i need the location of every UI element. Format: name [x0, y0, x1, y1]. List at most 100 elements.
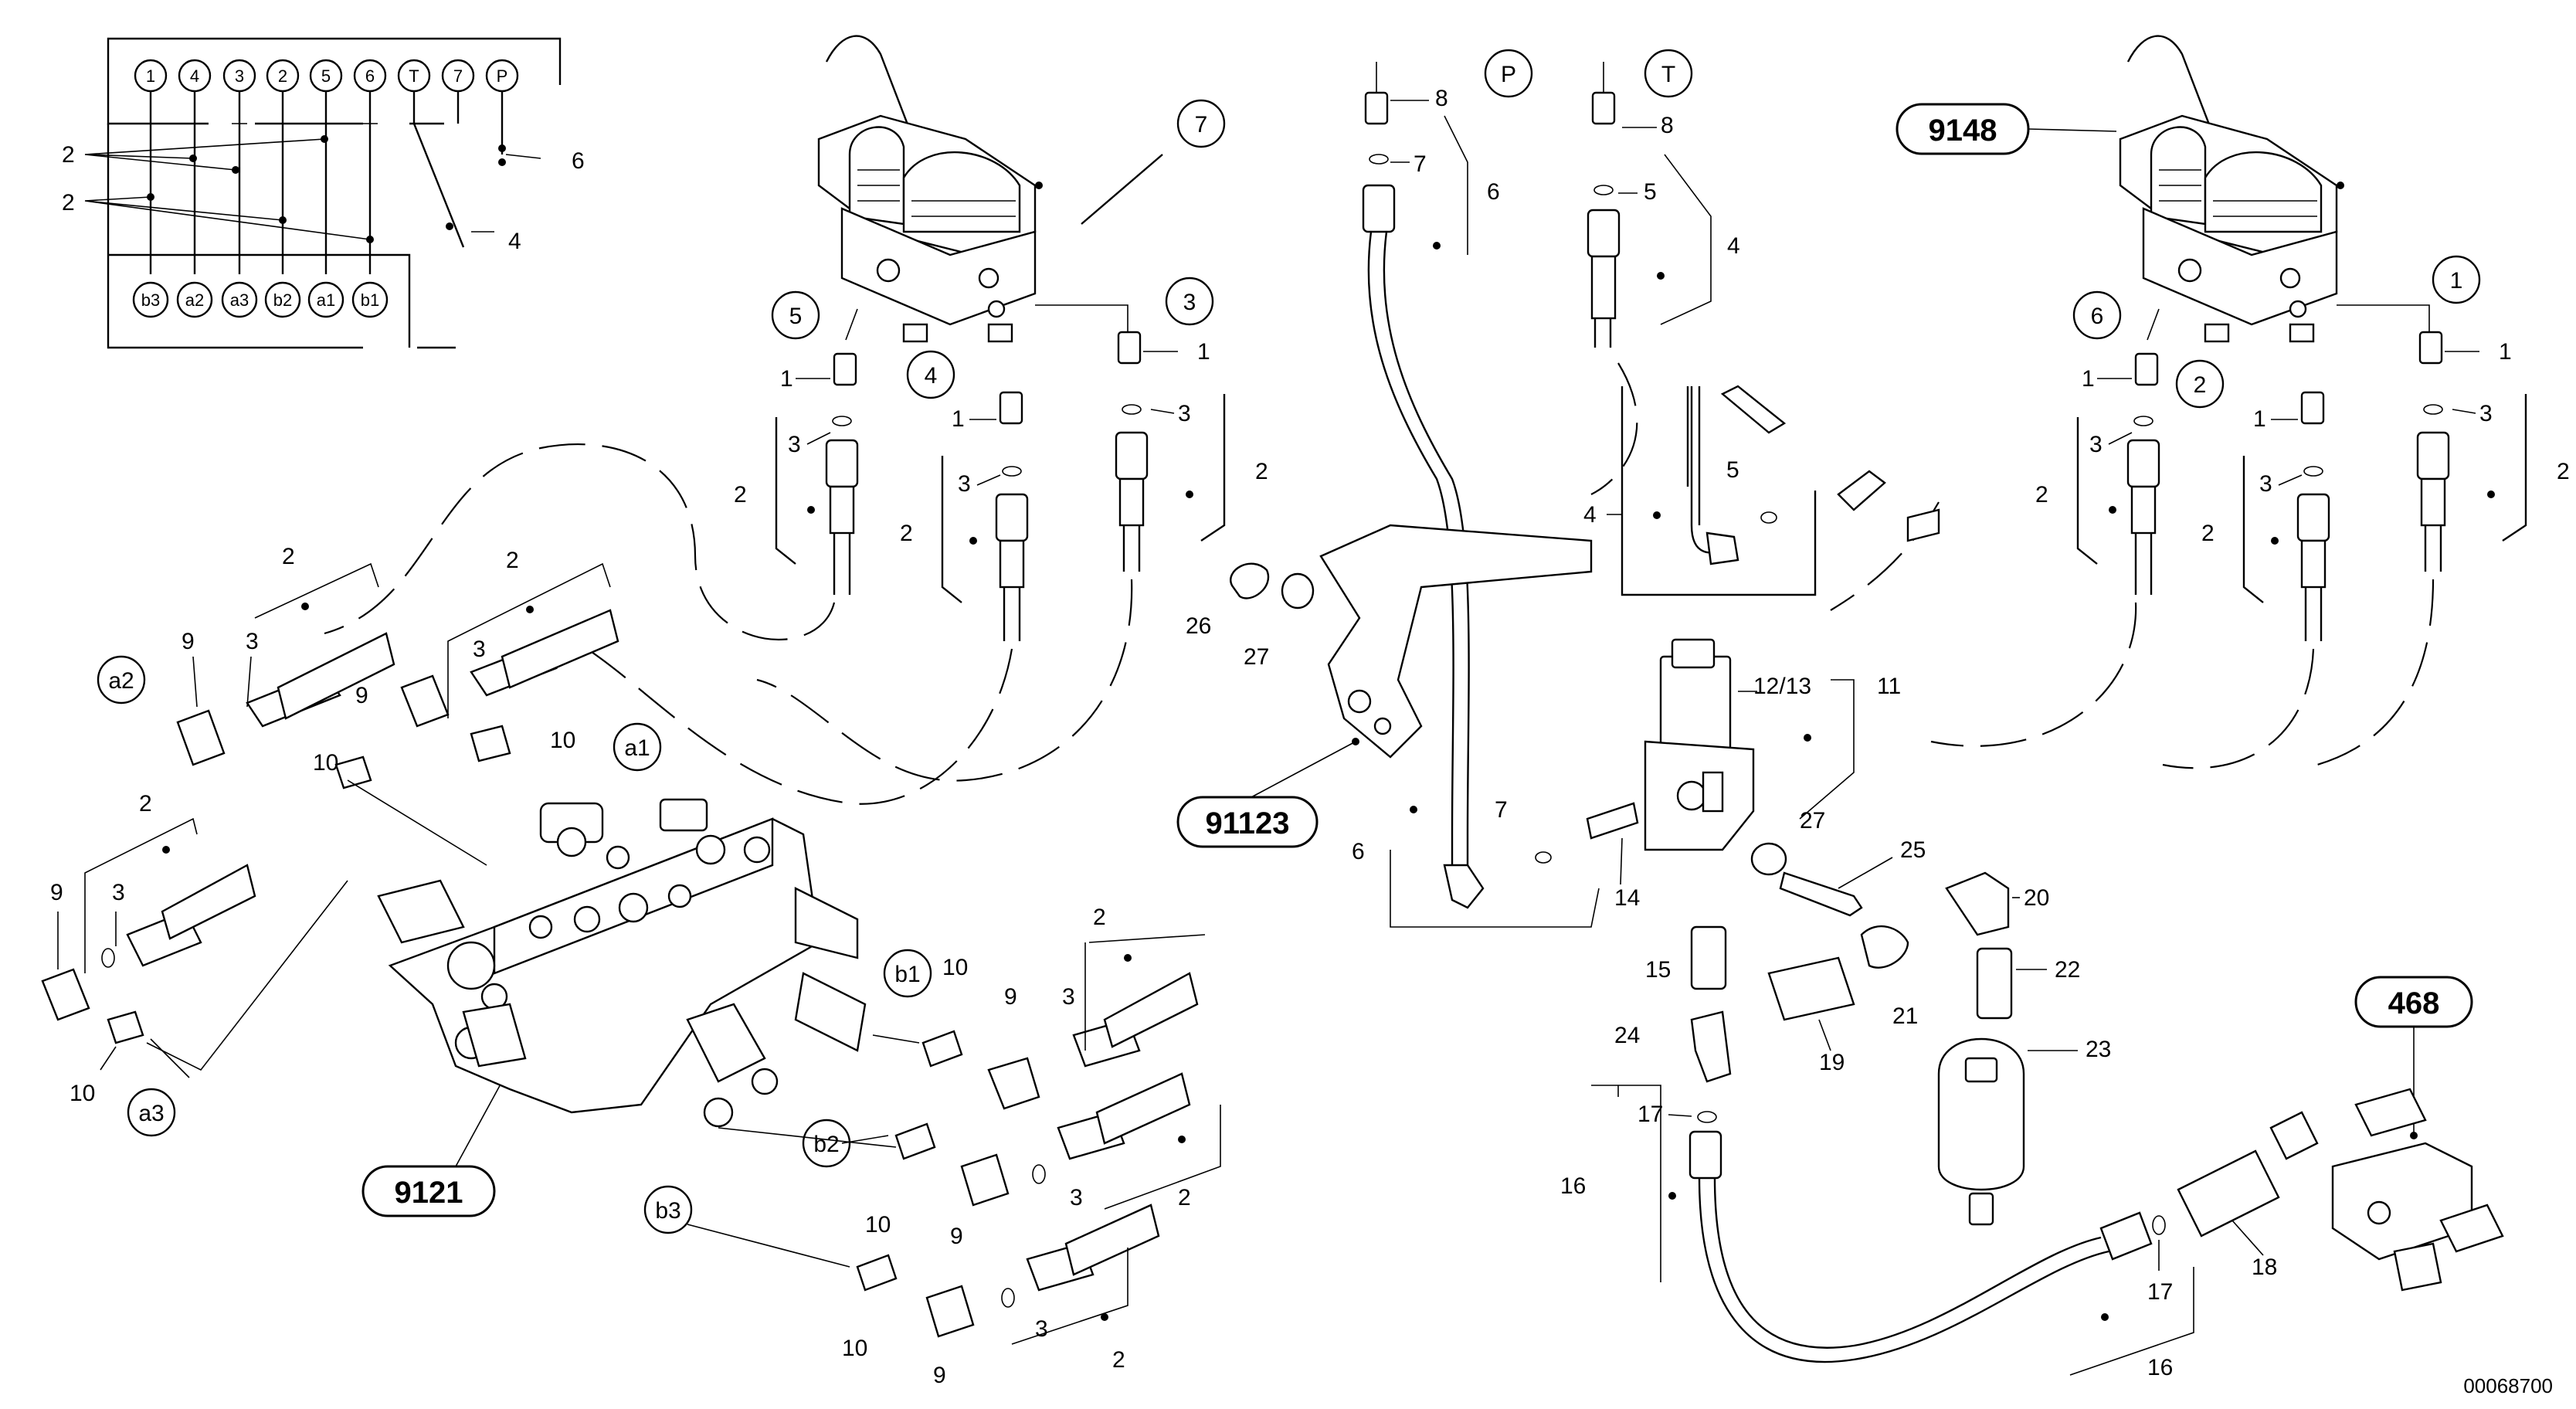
part-label-mid-27a: 27: [1244, 644, 1269, 670]
part-label-r91123: 91123: [1205, 806, 1289, 840]
part-label-mid-16a: 16: [1560, 1173, 1586, 1199]
bottom-port-a3: a3: [221, 281, 258, 318]
part-label-lv-1b: 1: [952, 406, 965, 432]
callout-b1: b1: [883, 949, 932, 998]
valve-hoses-left: 2 9 3 10 2 3 9 10 2 9 3 10: [41, 544, 619, 1106]
part-label-va-2b: 2: [506, 548, 519, 573]
callout-P: P: [1484, 49, 1533, 98]
schematic-label-2b: 2: [62, 190, 75, 216]
ref-box-9148: 9148: [1896, 103, 2117, 155]
dashed-route-6: [2316, 579, 2435, 766]
dashed-route-4: [1930, 602, 2137, 747]
dashed-route-7: [1590, 362, 1638, 495]
part-label-va-10a: 10: [313, 750, 338, 776]
part-label-lv-3c: 3: [1178, 401, 1191, 426]
dashed-route-5: [2162, 648, 2315, 769]
part-label-rv-1a: 1: [2082, 366, 2095, 392]
ref-box-91123: 91123: [1176, 738, 1359, 848]
part-label-mid-6b: 6: [1352, 839, 1365, 864]
valve-hoses-right: 10 9 3 2 10 9 3 2 10 9 3 2: [687, 905, 1221, 1388]
part-label-2: 3: [235, 66, 244, 86]
callout-4: 4: [906, 350, 955, 399]
part-label-c1: 1: [2450, 268, 2463, 294]
part-label-cT: T: [1661, 62, 1675, 87]
schematic-label-6: 6: [572, 148, 585, 174]
callout-b3: b3: [643, 1185, 693, 1234]
part-label-mid-8b: 8: [1661, 113, 1674, 138]
part-label-mid-4a: 4: [1727, 233, 1740, 259]
part-label-c7: 7: [1195, 112, 1208, 138]
part-label-lv-2c: 2: [1255, 459, 1268, 484]
part-label-mid-4b: 4: [1583, 502, 1597, 528]
callout-T: T: [1644, 49, 1693, 98]
part-label-vb-9c: 9: [933, 1363, 946, 1388]
part-label-mid-27b: 27: [1800, 808, 1825, 834]
part-label-mid-5b: 5: [1726, 457, 1739, 483]
part-label-mid-6a: 6: [1487, 179, 1500, 205]
top-port-4: 4: [178, 59, 212, 93]
part-label-vb-9a: 9: [1004, 984, 1017, 1010]
part-label-vb-2a: 2: [1093, 905, 1106, 930]
bottom-port-b1: b1: [351, 281, 389, 318]
part-label-rv-3b: 3: [2259, 471, 2272, 497]
part-label-8: P: [497, 66, 508, 86]
drawing-number: 00068700: [2463, 1374, 2553, 1397]
callout-6: 6: [2072, 290, 2122, 340]
callout-1: 1: [2432, 255, 2481, 304]
control-valve: [377, 798, 867, 1128]
part-label-r9148: 9148: [1929, 114, 1997, 148]
part-label-va-2a: 2: [282, 544, 295, 569]
part-label-vb-2b: 2: [1178, 1185, 1191, 1210]
part-label-mid-17a: 17: [1638, 1102, 1663, 1127]
part-label-5: 6: [365, 66, 375, 86]
right-hoses: 1 1 1 3 3 3 2 2 2: [2035, 304, 2570, 641]
part-label-vb-2c: 2: [1112, 1347, 1125, 1373]
top-port-T: T: [397, 59, 431, 93]
right-joystick: [2119, 35, 2344, 343]
callout-3: 3: [1165, 277, 1214, 326]
part-label-mid-19: 19: [1819, 1050, 1845, 1075]
part-label-mid-5a: 5: [1644, 179, 1657, 205]
ref-box-9121: 9121: [361, 1078, 506, 1217]
part-label-c5: 5: [789, 304, 803, 329]
part-label-b1: b1: [894, 962, 920, 987]
part-label-va-9a: 9: [182, 629, 195, 654]
callout-a3: a3: [127, 1088, 176, 1137]
part-label-mid-21: 21: [1892, 1003, 1918, 1029]
part-label-mid-26: 26: [1186, 613, 1211, 639]
part-label-va-9c: 9: [50, 880, 63, 905]
part-label-mid-24: 24: [1614, 1023, 1640, 1048]
part-label-a3: a3: [138, 1101, 164, 1126]
bottom-port-a2: a2: [176, 281, 213, 318]
part-label-r9121: 9121: [395, 1176, 463, 1210]
part-label-3: b2: [273, 290, 292, 310]
callout-b2: b2: [802, 1119, 851, 1168]
part-label-mid-17b: 17: [2147, 1279, 2173, 1305]
part-label-rv-3c: 3: [2479, 401, 2493, 426]
part-label-lv-2a: 2: [734, 482, 747, 508]
part-label-vb-10c: 10: [842, 1336, 867, 1361]
part-label-5: b1: [361, 290, 379, 310]
part-label-rv-2b: 2: [2201, 521, 2215, 546]
part-label-c6: 6: [2091, 304, 2104, 329]
part-label-vb-3b: 3: [1070, 1185, 1083, 1210]
part-label-4: a1: [317, 290, 335, 310]
part-label-va-3c: 3: [112, 880, 125, 905]
part-label-va-10b: 10: [550, 728, 575, 753]
dashed-route-3: [756, 579, 1133, 782]
dashed-route-1: [324, 443, 836, 641]
part-label-1: 4: [190, 66, 199, 86]
part-label-mid-22: 22: [2055, 957, 2080, 983]
dashed-route-2: [586, 648, 1013, 805]
part-label-rv-3a: 3: [2089, 432, 2103, 457]
center-lines: 8 7 6 8 5 4 4 5 26 27: [1186, 62, 2504, 1380]
part-label-vb-10a: 10: [942, 955, 968, 980]
part-label-lv-1c: 1: [1197, 339, 1210, 365]
part-label-mid-23: 23: [2086, 1037, 2111, 1062]
part-label-vb-3a: 3: [1062, 984, 1075, 1010]
top-port-7: 7: [441, 59, 475, 93]
top-port-P: P: [485, 59, 519, 93]
bottom-port-a1: a1: [307, 281, 344, 318]
part-label-rv-1b: 1: [2253, 406, 2266, 432]
part-label-mid-7b: 7: [1495, 797, 1508, 823]
